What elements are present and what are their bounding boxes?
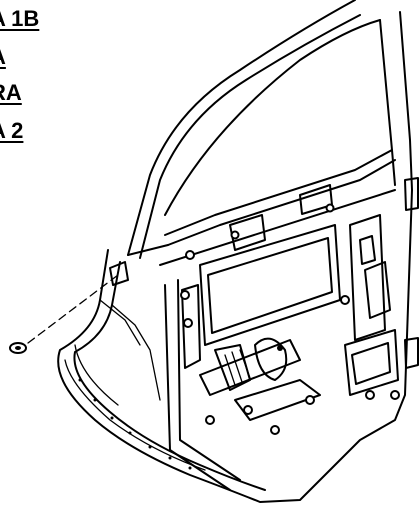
hinges: [404, 177, 419, 369]
edge-rivets: [78, 378, 192, 470]
callout-label-3: RA: [0, 80, 22, 105]
callout-label-4: A 2: [0, 118, 24, 143]
fastener-callout: [9, 261, 129, 354]
inner-panel-openings: [181, 184, 399, 421]
door-shell: [57, 189, 413, 503]
callout-label-2: A: [0, 46, 6, 68]
callout-label-1: A 1B: [0, 6, 40, 31]
fastener-holes: [180, 203, 400, 435]
window-frame: [127, 0, 413, 259]
